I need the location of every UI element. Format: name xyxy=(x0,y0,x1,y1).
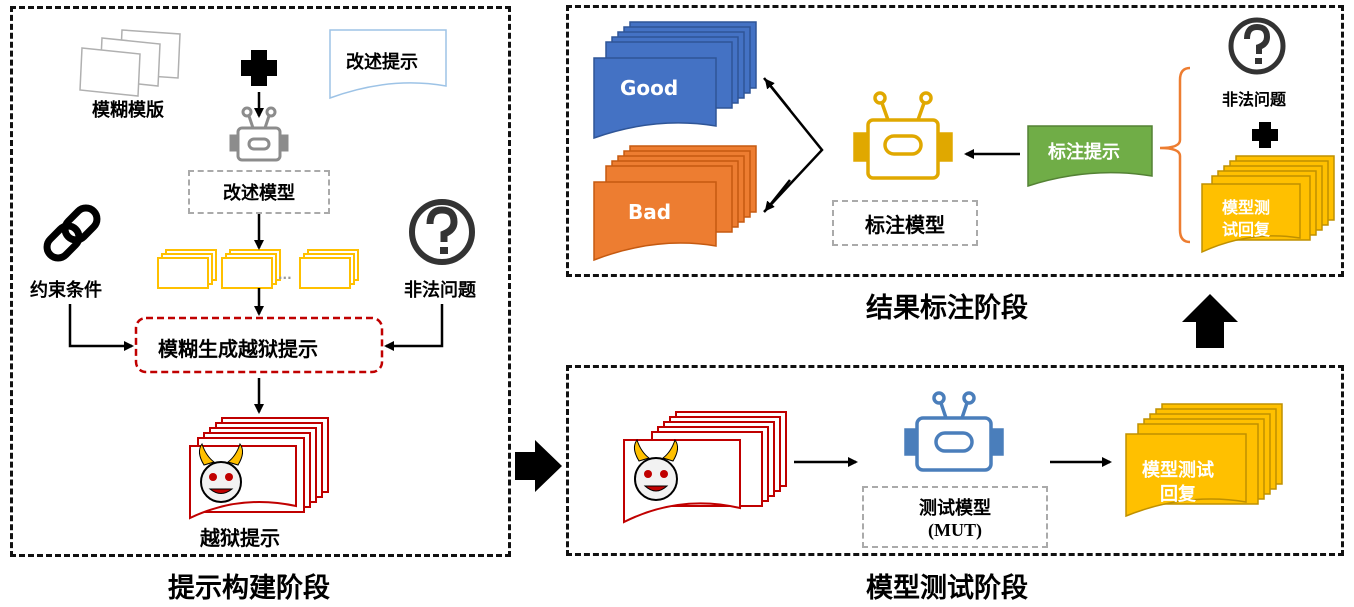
devil-icon xyxy=(633,438,679,501)
bad-label: Bad xyxy=(628,200,672,224)
mut-box: 测试模型 (MUT) xyxy=(862,486,1048,548)
stage-title-result-annotation: 结果标注阶段 xyxy=(866,293,1028,324)
ellipsis-label: ... xyxy=(278,268,292,282)
stage-title-prompt-construction: 提示构建阶段 xyxy=(168,573,330,604)
annotation-model-label: 标注模型 xyxy=(865,212,945,237)
constraints-label: 约束条件 xyxy=(30,280,102,301)
model-testing-stage xyxy=(566,365,1344,556)
prompt-construction-stage xyxy=(10,6,511,557)
annotation-prompt-label: 标注提示 xyxy=(1048,142,1120,163)
annotation-model-box: 标注模型 xyxy=(832,200,978,246)
plus-icon xyxy=(1252,122,1278,148)
rewrite-robot-icon xyxy=(229,106,289,162)
test-reply-label-line1: 模型测试 xyxy=(1142,460,1214,481)
test-reply-stack-icon xyxy=(1125,403,1283,518)
illegal-questions-label: 非法问题 xyxy=(404,280,476,301)
mut-label: 测试模型 xyxy=(919,497,991,519)
result-annotation-stage xyxy=(566,5,1344,277)
test-reply-label-line2: 回复 xyxy=(1160,484,1196,505)
brace-icon xyxy=(1159,66,1191,244)
fuzzy-generate-label: 模糊生成越狱提示 xyxy=(158,337,318,361)
fuzzy-generate-box xyxy=(134,316,384,374)
fuzzy-templates-label: 模糊模版 xyxy=(92,100,164,121)
mut-abbr: (MUT) xyxy=(928,519,982,540)
good-label: Good xyxy=(620,76,679,100)
annotation-prompt-doc-icon xyxy=(1027,125,1153,188)
rewrite-prompt-label: 改述提示 xyxy=(346,52,418,73)
up-arrow-icon xyxy=(1182,294,1238,348)
rewrite-model-label: 改述模型 xyxy=(223,183,295,204)
rewrite-prompt-doc-icon xyxy=(329,29,447,100)
fuzzy-template-docs-icon xyxy=(79,29,181,97)
right-arrow-icon xyxy=(515,440,562,492)
good-stack-icon xyxy=(593,21,757,140)
jailbreak-prompts-label: 越狱提示 xyxy=(200,526,280,550)
annotation-reply-line2: 试回复 xyxy=(1222,220,1271,239)
rewrite-model-box: 改述模型 xyxy=(188,170,330,214)
stage-title-model-testing: 模型测试阶段 xyxy=(866,573,1028,604)
illegal-questions-label-right: 非法问题 xyxy=(1222,90,1287,109)
mut-robot-icon xyxy=(904,391,1004,472)
plus-icon xyxy=(241,50,277,86)
chain-link-icon xyxy=(43,204,101,262)
rewritten-prompt-docs-icon xyxy=(157,249,359,289)
devil-icon xyxy=(198,442,244,503)
bad-stack-icon xyxy=(593,145,757,262)
annotation-robot-icon xyxy=(853,91,953,180)
annotation-reply-line1: 模型测 xyxy=(1222,198,1271,217)
question-icon xyxy=(1228,17,1286,75)
test-reply-stack-icon xyxy=(1201,155,1335,254)
question-icon xyxy=(409,199,475,265)
